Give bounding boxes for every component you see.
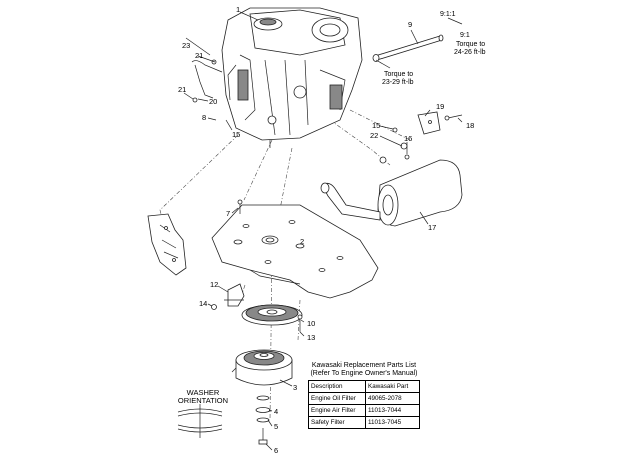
torque-upper-line1: Torque to	[456, 41, 485, 48]
header-kawasaki-part: Kawasaki Part	[365, 380, 420, 393]
bolt-14	[211, 304, 217, 310]
callout-22: 22	[370, 131, 378, 140]
crankshaft	[372, 34, 444, 62]
mounting-plate	[211, 204, 379, 299]
torque-notes: 9:1:1 9:1 Torque to 24-26 ft-lb Torque t…	[382, 11, 486, 86]
parts-table-subtitle: (Refer To Engine Owner's Manual)	[310, 370, 418, 377]
callout-1: 1	[236, 5, 240, 14]
pulley	[241, 304, 303, 326]
ratio-note-1: 9:1:1	[440, 11, 456, 18]
callout-23: 23	[182, 41, 190, 50]
torque-lower-line2: 23-29 ft-lb	[382, 79, 414, 86]
row-description: Engine Air Filter	[308, 404, 366, 417]
callout-19: 19	[436, 102, 444, 111]
callout-4: 4	[274, 407, 278, 416]
leader-lines	[183, 11, 463, 451]
bolt-7	[237, 199, 243, 214]
callout-16: 16	[404, 134, 412, 143]
callout-5: 5	[274, 422, 278, 431]
callout-9: 9	[408, 20, 412, 29]
washer-stack	[255, 395, 271, 445]
callout-12: 12	[210, 280, 218, 289]
callout-8: 8	[202, 113, 206, 122]
row-part-number: 49065-2078	[365, 392, 420, 405]
header-description: Description	[308, 380, 366, 393]
callout-6: 6	[274, 446, 278, 455]
parts-table-grid: Description Kawasaki Part Engine Oil Fil…	[308, 380, 420, 429]
washer-label-line1: WASHER	[186, 388, 220, 397]
callout-21-upper: 21	[195, 51, 203, 60]
clutch-bracket	[224, 283, 245, 307]
torque-lower-line1: Torque to	[384, 71, 413, 78]
parts-table-header-row: Description Kawasaki Part	[308, 380, 420, 393]
callout-15-left: 15	[232, 130, 240, 139]
row-part-number: 11013-7045	[365, 416, 420, 429]
torque-upper-line2: 24-26 ft-lb	[454, 49, 486, 56]
callout-2: 2	[300, 237, 304, 246]
callout-17: 18	[466, 121, 474, 130]
alignment-lines	[159, 109, 411, 421]
pto-clutch	[231, 349, 293, 386]
callout-14: 14	[199, 299, 207, 308]
callout-7: 7	[226, 209, 230, 218]
replacement-parts-table: Kawasaki Replacement Parts List (Refer T…	[308, 362, 420, 429]
muffler	[320, 159, 463, 227]
table-row: Engine Air Filter 11013-7044	[308, 404, 420, 417]
callout-18: 17	[428, 223, 436, 232]
callout-21-lower: 21	[178, 85, 186, 94]
callout-3: 3	[293, 383, 297, 392]
muffler-bracket	[379, 111, 463, 164]
callout-13: 13	[307, 333, 315, 342]
row-part-number: 11013-7044	[365, 404, 420, 417]
parts-table-title: Kawasaki Replacement Parts List	[311, 362, 417, 369]
left-shield	[147, 213, 187, 276]
callout-15-right: 15	[372, 121, 380, 130]
callout-10: 10	[307, 319, 315, 328]
washer-orientation-label: WASHER ORIENTATION	[168, 389, 238, 405]
washer-orientation-illustration	[177, 404, 223, 438]
bolt-10	[297, 314, 303, 332]
callout-numbers: 1 23 21 21 20 8 15 9 19 18 15 22 16 17 7…	[178, 5, 474, 455]
breather-hose	[191, 59, 223, 103]
washer-label-line2: ORIENTATION	[177, 396, 229, 405]
row-description: Safety Filter	[308, 416, 366, 429]
table-row: Safety Filter 11013-7045	[308, 416, 420, 429]
engine	[221, 7, 363, 148]
ratio-note-2: 9:1	[460, 32, 470, 39]
table-row: Engine Oil Filter 49065-2078	[308, 392, 420, 405]
row-description: Engine Oil Filter	[308, 392, 366, 405]
callout-20: 20	[209, 97, 217, 106]
